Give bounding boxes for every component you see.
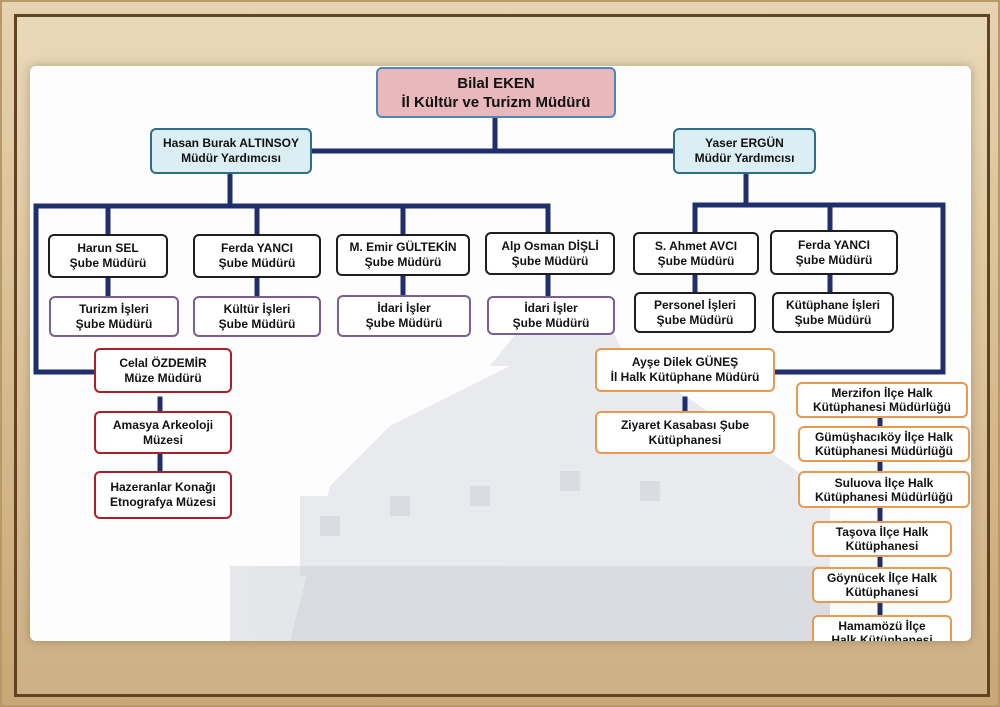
branch-unit-line2: Şube Müdürü [365, 316, 443, 330]
deputy-title: Müdür Yardımcısı [694, 151, 795, 165]
director-box: Bilal EKEN İl Kültür ve Turizm Müdürü [376, 67, 616, 118]
district-library-line2: Kütüphanesi Müdürlüğü [815, 489, 953, 504]
branch-unit-line1: Kütüphane İşleri [785, 297, 880, 312]
district-library-line2: Kütüphanesi Müdürlüğü [815, 444, 953, 458]
library-manager-name: Ayşe Dilek GÜNEŞ [631, 355, 739, 369]
branch-manager-name: S. Ahmet AVCI [654, 238, 738, 253]
branch-manager-box: Alp Osman DİŞLİ Şube Müdürü [485, 232, 615, 275]
branch-manager-title: Şube Müdürü [511, 253, 589, 268]
branch-unit-line2: Şube Müdürü [656, 312, 734, 327]
district-library-box: Hamamözü İlçe Halk Kütüphanesi [812, 615, 952, 641]
district-library-line1: Hamamözü İlçe [838, 619, 926, 633]
district-library-line1: Göynücek İlçe Halk [826, 571, 938, 585]
deputy-box-right: Yaser ERGÜN Müdür Yardımcısı [673, 128, 816, 174]
library-branch-line2: Kütüphanesi [648, 432, 722, 447]
museum-unit-line2: Müzesi [142, 432, 183, 447]
museum-unit-line1: Amasya Arkeoloji [112, 417, 214, 432]
branch-unit-box: Personel İşleri Şube Müdürü [634, 292, 756, 333]
deputy-box-left: Hasan Burak ALTINSOY Müdür Yardımcısı [150, 128, 312, 174]
branch-unit-box: Turizm İşleri Şube Müdürü [49, 296, 179, 337]
branch-unit-line2: Şube Müdürü [75, 316, 153, 331]
branch-manager-title: Şube Müdürü [218, 256, 296, 270]
branch-unit-line1: İdari İşler [377, 301, 431, 315]
district-library-line1: Suluova İlçe Halk [834, 475, 934, 490]
branch-unit-line2: Şube Müdürü [512, 315, 590, 330]
district-library-line1: Gümüşhacıköy İlçe Halk [814, 430, 954, 444]
branch-manager-name: Ferda YANCI [220, 241, 294, 255]
branch-manager-name: Harun SEL [77, 241, 139, 255]
branch-manager-title: Şube Müdürü [657, 253, 735, 268]
district-library-line1: Merzifon İlçe Halk [831, 386, 933, 400]
deputy-name: Hasan Burak ALTINSOY [162, 136, 300, 150]
branch-manager-name: M. Emir GÜLTEKİN [349, 240, 457, 254]
museum-unit-line1: Hazeranlar Konağı [110, 480, 216, 494]
branch-unit-box: İdari İşler Şube Müdürü [337, 295, 471, 337]
branch-manager-box: S. Ahmet AVCI Şube Müdürü [633, 232, 759, 275]
org-chart-panel: Bilal EKEN İl Kültür ve Turizm Müdürü Ha… [30, 66, 971, 641]
branch-unit-box: Kültür İşleri Şube Müdürü [193, 296, 321, 337]
branch-unit-line2: Şube Müdürü [794, 312, 872, 327]
branch-unit-line1: Personel İşleri [653, 297, 737, 312]
branch-manager-name: Alp Osman DİŞLİ [501, 238, 599, 253]
branch-unit-line2: Şube Müdürü [218, 316, 296, 331]
branch-manager-box: M. Emir GÜLTEKİN Şube Müdürü [336, 234, 470, 276]
district-library-box: Göynücek İlçe Halk Kütüphanesi [812, 567, 952, 603]
branch-manager-title: Şube Müdürü [795, 252, 873, 267]
district-library-line2: Kütüphanesi [845, 539, 919, 553]
deputy-title: Müdür Yardımcısı [181, 151, 281, 165]
museum-unit-box: Amasya Arkeoloji Müzesi [94, 411, 232, 454]
branch-unit-line1: Turizm İşleri [79, 301, 149, 316]
director-title: İl Kültür ve Turizm Müdürü [401, 93, 591, 111]
district-library-box: Merzifon İlçe Halk Kütüphanesi Müdürlüğü [796, 382, 968, 418]
director-name: Bilal EKEN [457, 74, 535, 92]
district-library-box: Taşova İlçe Halk Kütüphanesi [812, 521, 952, 557]
district-library-line2: Halk Kütüphanesi [831, 633, 933, 641]
district-library-box: Suluova İlçe Halk Kütüphanesi Müdürlüğü [798, 471, 970, 508]
library-manager-title: İl Halk Kütüphane Müdürü [610, 370, 760, 384]
district-library-line2: Kütüphanesi [845, 585, 919, 599]
district-library-line2: Kütüphanesi Müdürlüğü [813, 400, 951, 414]
museum-manager-title: Müze Müdürü [124, 370, 202, 385]
branch-unit-box: İdari İşler Şube Müdürü [487, 296, 615, 335]
branch-manager-title: Şube Müdürü [364, 255, 442, 269]
museum-unit-box: Hazeranlar Konağı Etnografya Müzesi [94, 471, 232, 519]
museum-manager-box: Celal ÖZDEMİR Müze Müdürü [94, 348, 232, 393]
deputy-name: Yaser ERGÜN [705, 136, 784, 150]
district-library-box: Gümüşhacıköy İlçe Halk Kütüphanesi Müdür… [798, 426, 970, 462]
branch-manager-box: Harun SEL Şube Müdürü [48, 234, 168, 278]
city-watermark-image [230, 306, 830, 641]
branch-unit-box: Kütüphane İşleri Şube Müdürü [772, 292, 894, 333]
library-manager-box: Ayşe Dilek GÜNEŞ İl Halk Kütüphane Müdür… [595, 348, 775, 392]
museum-manager-name: Celal ÖZDEMİR [119, 355, 207, 370]
branch-unit-line1: Kültür İşleri [223, 301, 291, 316]
branch-manager-title: Şube Müdürü [69, 256, 147, 270]
district-library-line1: Taşova İlçe Halk [835, 525, 929, 539]
branch-manager-name: Ferda YANCI [797, 237, 871, 252]
branch-manager-box: Ferda YANCI Şube Müdürü [193, 234, 321, 278]
branch-manager-box: Ferda YANCI Şube Müdürü [770, 230, 898, 275]
museum-unit-line2: Etnografya Müzesi [109, 495, 217, 509]
library-branch-line1: Ziyaret Kasabası Şube [620, 417, 750, 432]
branch-unit-line1: İdari İşler [524, 300, 578, 315]
library-branch-box: Ziyaret Kasabası Şube Kütüphanesi [595, 411, 775, 454]
